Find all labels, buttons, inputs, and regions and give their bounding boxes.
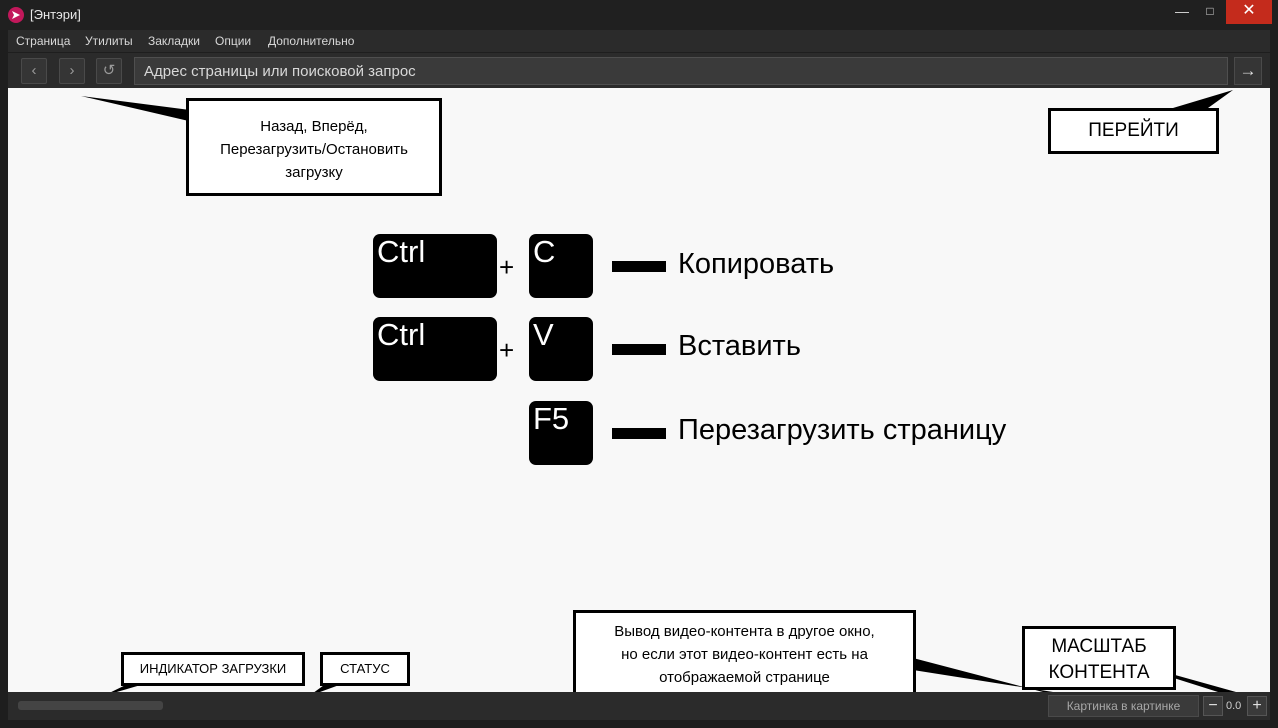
key-v: V bbox=[529, 317, 593, 381]
reload-button[interactable]: ↺ bbox=[96, 58, 122, 84]
menu-page[interactable]: Страница bbox=[16, 34, 71, 48]
action-paste: Вставить bbox=[678, 330, 801, 362]
title-bar: [Энтэри] — □ ✕ bbox=[0, 0, 1278, 30]
callout-status: СТАТУС bbox=[320, 652, 410, 686]
zoom-value: 0.0 bbox=[1226, 700, 1242, 712]
key-c: C bbox=[529, 234, 593, 298]
chevron-right-icon: › bbox=[69, 62, 75, 79]
menu-more[interactable]: Дополнительно bbox=[268, 34, 355, 48]
plus-sign: + bbox=[499, 252, 515, 282]
plus-sign: + bbox=[499, 335, 515, 365]
zoom-out-button[interactable]: − bbox=[1203, 696, 1223, 716]
go-button[interactable]: → bbox=[1234, 57, 1262, 85]
dash bbox=[612, 344, 666, 355]
dash bbox=[612, 261, 666, 272]
menu-bookmarks[interactable]: Закладки bbox=[148, 34, 200, 48]
forward-button[interactable]: › bbox=[59, 58, 85, 84]
callout-go: ПЕРЕЙТИ bbox=[1048, 108, 1219, 154]
menu-options[interactable]: Опции bbox=[215, 34, 252, 48]
dash bbox=[612, 428, 666, 439]
app-logo-icon bbox=[8, 7, 24, 23]
chevron-left-icon: ‹ bbox=[31, 62, 37, 79]
callout-navigation-help: Назад, Вперёд, Перезагрузить/Остановить … bbox=[186, 98, 442, 196]
menu-utilities[interactable]: Утилиты bbox=[85, 34, 133, 48]
picture-in-picture-button[interactable]: Картинка в картинке bbox=[1048, 695, 1199, 717]
status-bar: Картинка в картинке − 0.0 + bbox=[8, 692, 1270, 720]
zoom-in-button[interactable]: + bbox=[1247, 696, 1267, 716]
callout-loading-indicator: ИНДИКАТОР ЗАГРУЗКИ bbox=[121, 652, 305, 686]
arrow-right-icon: → bbox=[1239, 61, 1257, 80]
page-content: Назад, Вперёд, Перезагрузить/Остановить … bbox=[8, 88, 1270, 692]
reload-icon: ↺ bbox=[102, 62, 116, 79]
maximize-button[interactable]: □ bbox=[1206, 4, 1214, 18]
key-ctrl: Ctrl bbox=[373, 317, 497, 381]
action-copy: Копировать bbox=[678, 248, 835, 280]
callout-zoom: МАСШТАБ КОНТЕНТА bbox=[1022, 626, 1176, 690]
minimize-button[interactable]: — bbox=[1175, 3, 1189, 19]
close-button[interactable]: ✕ bbox=[1226, 0, 1272, 24]
menu-bar: Страница Утилиты Закладки Опции Дополнит… bbox=[8, 30, 1270, 52]
key-ctrl: Ctrl bbox=[373, 234, 497, 298]
loading-progress-bar bbox=[18, 701, 163, 710]
back-button[interactable]: ‹ bbox=[21, 58, 47, 84]
callout-pip: Вывод видео-контента в другое окно, но е… bbox=[573, 610, 916, 692]
window-title: [Энтэри] bbox=[30, 7, 81, 22]
address-input[interactable] bbox=[134, 57, 1228, 85]
navigation-bar: ‹ › ↺ → bbox=[8, 53, 1270, 88]
action-reload-page: Перезагрузить страницу bbox=[678, 414, 1007, 446]
key-f5: F5 bbox=[529, 401, 593, 465]
